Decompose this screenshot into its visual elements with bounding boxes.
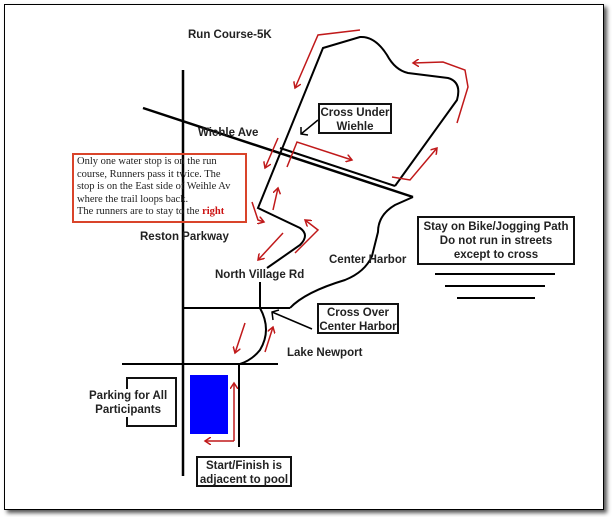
route-arrow [272,188,278,211]
map-title: Run Course-5K [188,29,272,41]
label-wiehle-ave: Wiehle Ave [198,127,259,139]
route-arrow [295,29,361,88]
cross-under-callout: Cross Under Wiehle [318,103,392,134]
route-arrow [258,232,284,260]
callout-line: Participants [95,404,161,416]
callout-line: adjacent to pool [199,474,289,486]
stay-on-path-callout: Stay on Bike/Jogging Path Do not run in … [417,216,575,265]
cross-over-callout: Cross Over Center Harbor [317,303,399,334]
route-arrow [294,220,320,254]
route-arrow [264,327,273,353]
parking-callout: Parking for All Participants [89,389,168,417]
callout-line: Do not run in streets [439,235,553,247]
cross-under-pointer [300,119,319,135]
callout-line: Cross Over [326,307,389,319]
callout-line: Parking for All [89,390,168,402]
callout-line: except to cross [453,249,539,261]
label-lake-newport: Lake Newport [287,347,363,359]
center-harbor-road [289,196,414,309]
note-line: where the trail loops back. [77,193,189,205]
start-finish-callout: Start/Finish is adjacent to pool [196,456,292,487]
callout-line: Center Harbor [319,321,397,333]
note-line: stop is on the East side of Weihle Av [77,181,231,192]
callout-line: Start/Finish is [205,460,283,472]
note-line: course, Runners pass it twice. The [77,168,221,180]
callout-line: Stay on Bike/Jogging Path [423,221,569,233]
note-text: The runners are to stay to the [77,206,203,217]
note-line: Only one water stop is on the run [77,156,217,167]
cross-under-arrowhead [300,127,309,136]
wiehle-ave-road [142,106,414,199]
cross-over-pointer [271,311,313,330]
label-center-harbor: Center Harbor [329,254,407,266]
cross-over-arrowhead [271,309,280,321]
wiehle-path-line [279,147,396,187]
callout-line: Cross Under [320,107,390,119]
route-arrow [413,62,469,124]
route-arrow [391,148,437,181]
trail-loop [256,35,460,269]
route-arrow [235,322,246,353]
route-arrow [286,141,352,168]
label-north-village-rd: North Village Rd [215,269,305,281]
pool [190,375,228,434]
route-arrow [265,137,279,168]
note-line: The runners are to stay to the right [77,206,242,219]
cross-over-path [239,307,267,365]
callout-line: Wiehle [336,121,374,133]
label-reston-parkway: Reston Parkway [140,231,229,243]
water-stop-note: Only one water stop is on the run course… [72,153,247,223]
note-emphasis: right [202,206,225,217]
route-arrow [251,201,264,222]
